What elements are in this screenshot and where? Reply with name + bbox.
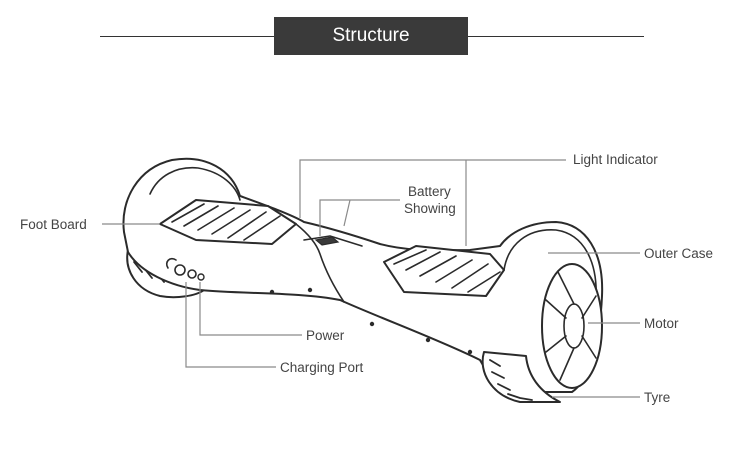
right-foot-pad xyxy=(383,245,505,297)
battery-display xyxy=(314,236,340,246)
hoverboard-illustration xyxy=(122,157,604,403)
label-motor: Motor xyxy=(644,316,679,331)
title-rule-left xyxy=(100,36,274,37)
label-tyre: Tyre xyxy=(644,390,670,405)
charging-port xyxy=(187,269,197,279)
label-light-indicator: Light Indicator xyxy=(573,152,658,167)
power-button xyxy=(174,264,186,276)
label-battery-line2: Showing xyxy=(404,201,456,216)
label-charging-port: Charging Port xyxy=(280,360,364,375)
right-tyre xyxy=(481,351,561,403)
section-title: Structure xyxy=(274,17,468,55)
label-battery-line1: Battery xyxy=(408,184,451,199)
label-outer-case: Outer Case xyxy=(644,246,713,261)
leader-lines xyxy=(102,159,640,398)
title-rule-right xyxy=(468,36,644,37)
label-foot-board: Foot Board xyxy=(20,217,87,232)
label-power: Power xyxy=(306,328,345,343)
